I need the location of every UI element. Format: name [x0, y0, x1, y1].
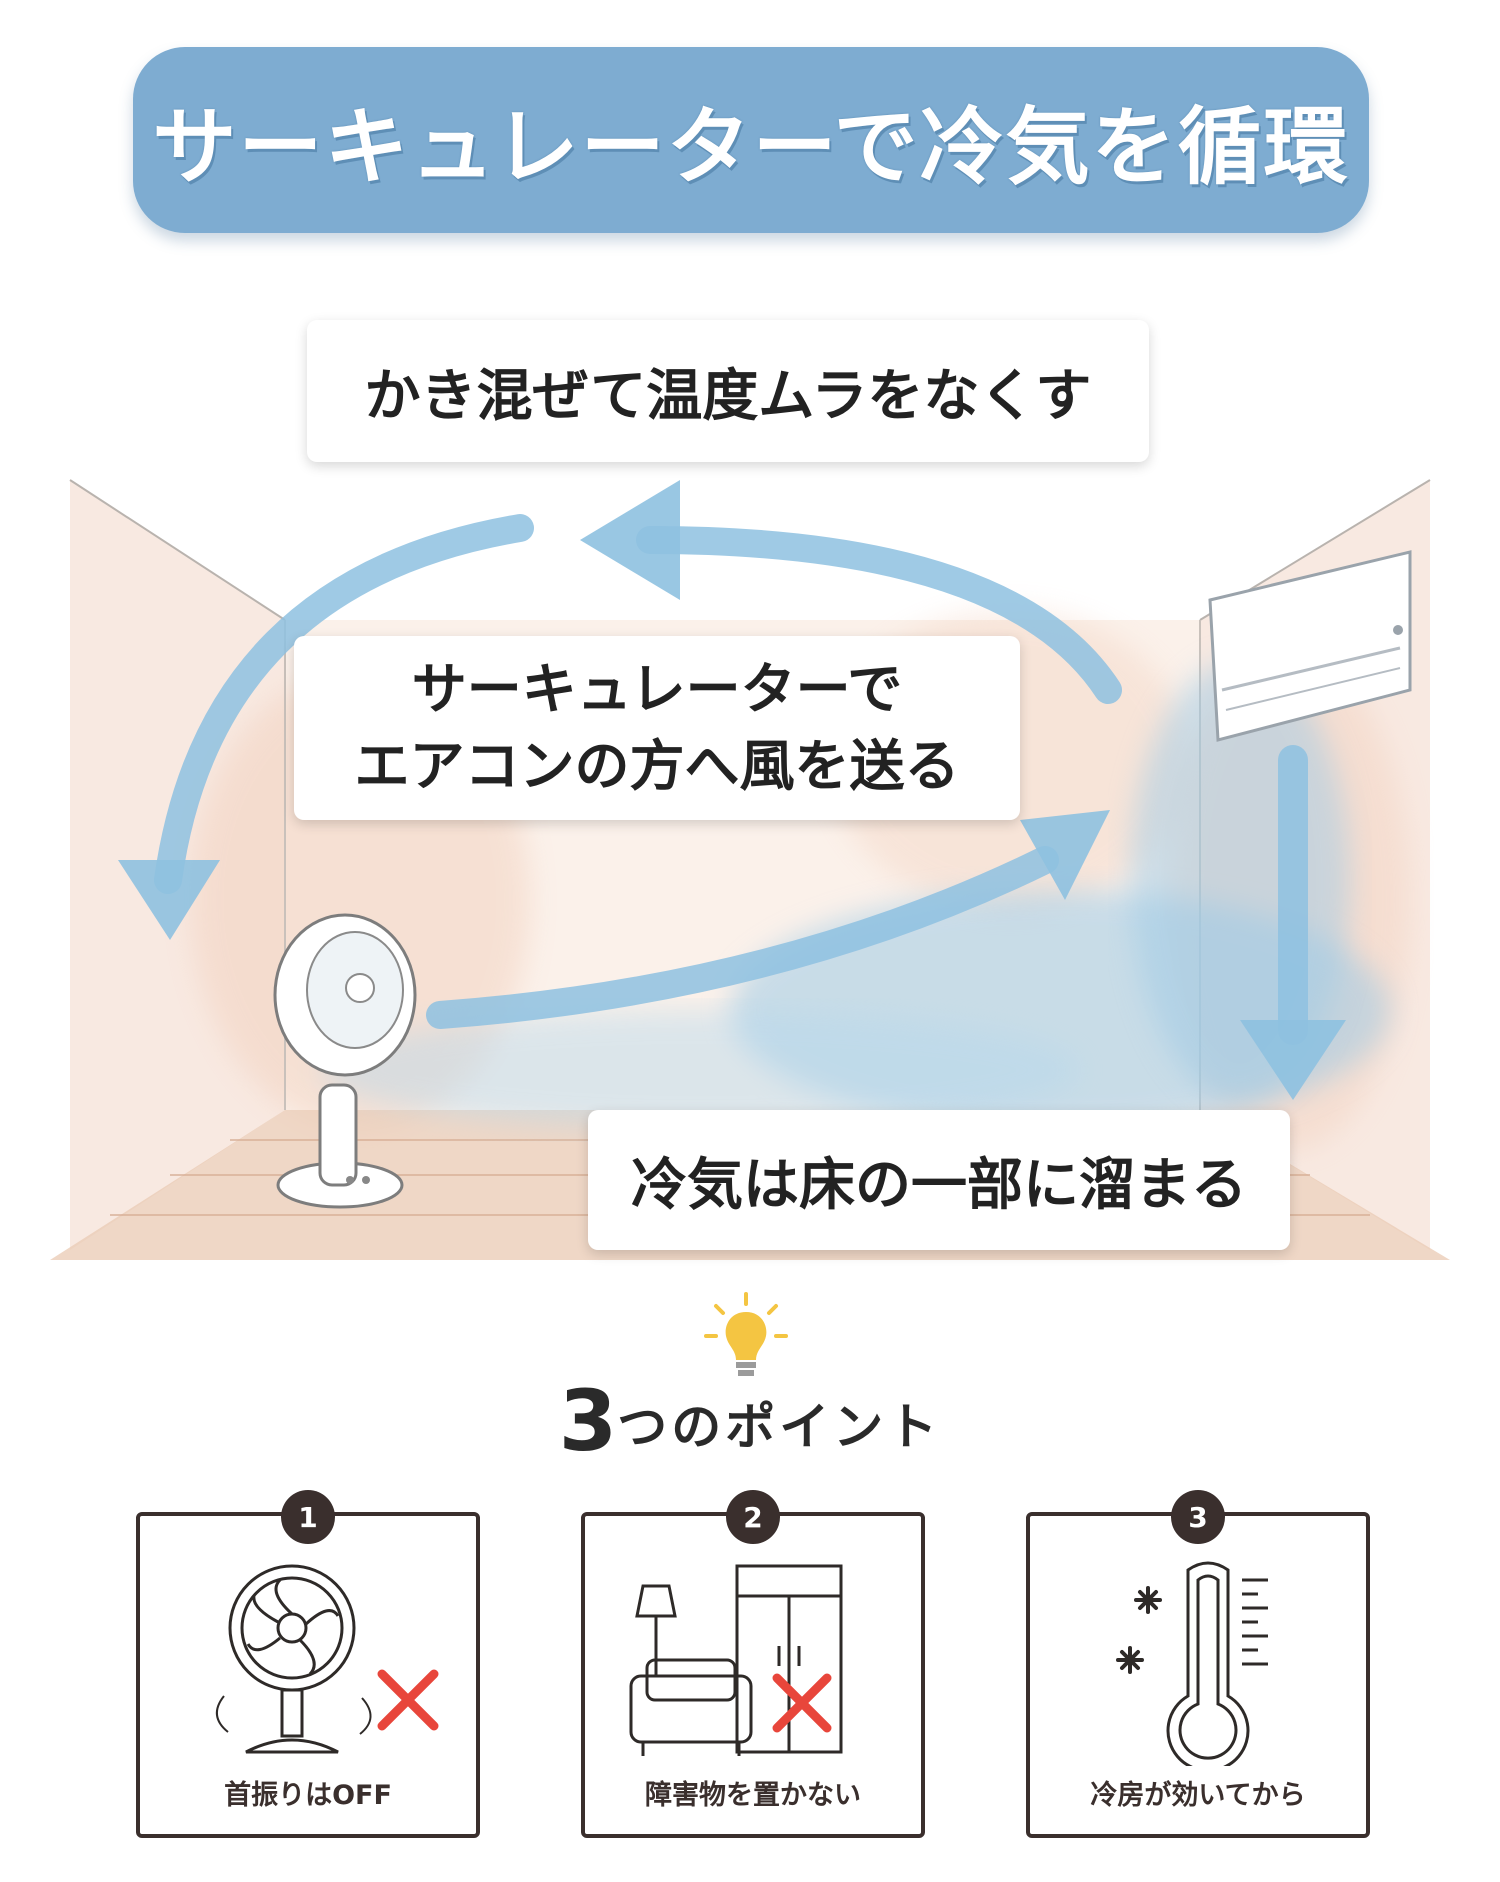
air-flow-arrows	[118, 480, 1346, 1100]
point-card-2: 2 障害物を置かない	[581, 1490, 925, 1838]
page-title: サーキュレーターで冷気を循環	[152, 97, 1350, 196]
label-send-wind-line1: サーキュレーターで	[411, 657, 903, 721]
point-badge-3: 3	[1171, 1490, 1225, 1544]
furniture-obstacle-icon	[629, 1564, 843, 1756]
label-cold-air-floor: 冷気は床の一部に溜まる	[588, 1110, 1290, 1250]
oscillating-fan-icon	[216, 1564, 439, 1754]
label-send-wind-line2: エアコンの方へ風を送る	[354, 734, 960, 798]
points-title: 3つのポイント	[0, 1372, 1500, 1470]
points-title-text: つのポイント	[617, 1398, 942, 1456]
circulator-fan	[273, 913, 417, 1209]
point-badge-1: 1	[281, 1490, 335, 1544]
point-badge-2: 2	[726, 1490, 780, 1544]
point-label-1: 首振りはOFF	[224, 1780, 392, 1811]
label-send-wind: サーキュレーターで エアコンの方へ風を送る	[294, 636, 1020, 820]
lightbulb-icon	[704, 1292, 788, 1376]
point-label-3: 冷房が効いてから	[1090, 1780, 1306, 1811]
label-mix-air-text: かき混ぜて温度ムラをなくす	[364, 363, 1092, 429]
point-card-1: 1 首振りはOFF	[136, 1490, 480, 1838]
cold-thermometer-icon	[1116, 1561, 1268, 1766]
air-conditioner	[1208, 550, 1412, 742]
title-banner: サーキュレーターで冷気を循環	[133, 47, 1369, 233]
label-mix-air: かき混ぜて温度ムラをなくす	[307, 320, 1149, 462]
points-title-number: 3	[558, 1372, 618, 1470]
label-cold-air-floor-text: 冷気は床の一部に溜まる	[631, 1152, 1247, 1218]
point-card-3: 3 冷房が効いてから	[1026, 1490, 1370, 1838]
point-label-2: 障害物を置かない	[645, 1780, 861, 1811]
